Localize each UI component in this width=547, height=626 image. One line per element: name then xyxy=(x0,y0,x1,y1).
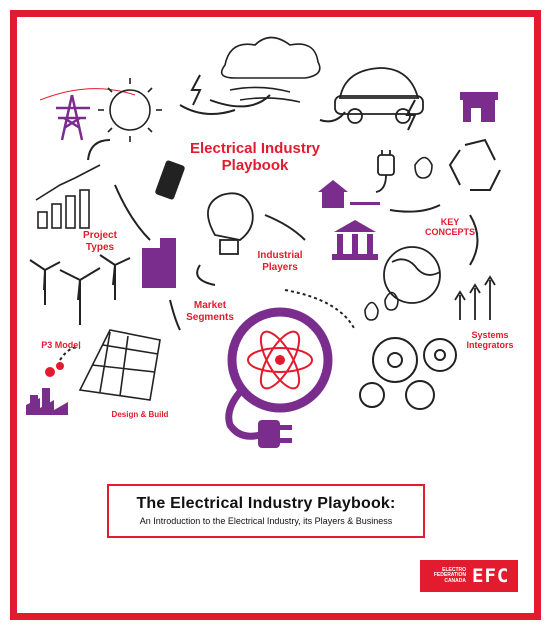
smoke-icon xyxy=(56,362,64,370)
label-design-build: Design & Build xyxy=(111,410,169,419)
power-pylon-icon xyxy=(56,94,90,141)
drops-icon xyxy=(364,291,399,321)
logo-letters: EFC xyxy=(472,565,510,587)
house-icon xyxy=(318,180,380,208)
electric-car-icon xyxy=(334,67,424,124)
light-bulb-icon xyxy=(207,192,254,255)
government-building-icon xyxy=(332,220,378,260)
gears-icon xyxy=(359,337,457,410)
factory-icon xyxy=(26,388,68,415)
label-systems-integrators: Systems Integrators xyxy=(466,330,514,351)
recycle-icon xyxy=(448,138,501,191)
document-title: The Electrical Industry Playbook: xyxy=(136,495,396,512)
headline: Electrical Industry Playbook xyxy=(189,140,321,175)
smoke-icon xyxy=(45,367,55,377)
cloud-icon xyxy=(220,36,321,103)
efc-logo: ELECTRO FEDERATION CANADA EFC xyxy=(420,560,518,592)
label-industrial-players: Industrial Players xyxy=(257,250,303,273)
label-p3-model: P3 Model xyxy=(41,340,81,350)
title-box: The Electrical Industry Playbook: An Int… xyxy=(107,484,425,538)
sun-icon xyxy=(98,78,162,142)
plug-icon xyxy=(375,150,395,193)
lightning-icon xyxy=(190,74,202,106)
label-project-types: Project Types xyxy=(83,230,117,253)
atom-plug-icon xyxy=(225,307,333,448)
label-key-concepts: KEY CONCEPTS xyxy=(424,217,475,238)
battery-icon xyxy=(155,160,185,200)
power-line xyxy=(39,88,136,101)
solar-panel-icon xyxy=(78,329,161,401)
lightning-icon xyxy=(405,99,417,131)
connector-arrows xyxy=(59,94,479,361)
red-border-frame xyxy=(10,10,541,620)
label-market-segments: Market Segments xyxy=(186,300,234,323)
growth-arrows-icon xyxy=(454,275,496,320)
bar-chart-icon xyxy=(35,164,101,229)
city-buildings-icon xyxy=(142,238,176,288)
globe-icon xyxy=(383,246,441,304)
logo-small-text: ELECTRO FEDERATION CANADA xyxy=(433,566,466,584)
wind-turbines-icon xyxy=(29,254,131,325)
document-subtitle: An Introduction to the Electrical Indust… xyxy=(139,516,393,526)
store-icon xyxy=(460,92,498,122)
drop-icon xyxy=(414,156,433,179)
